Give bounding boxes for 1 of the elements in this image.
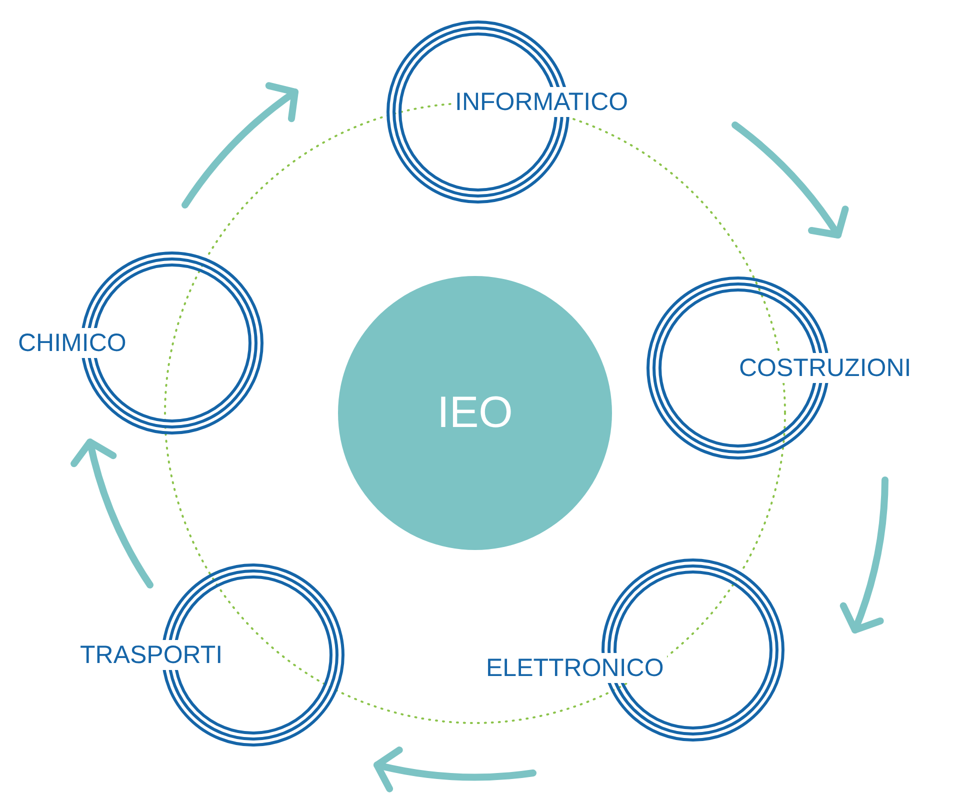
hub-label: IEO (437, 388, 513, 438)
